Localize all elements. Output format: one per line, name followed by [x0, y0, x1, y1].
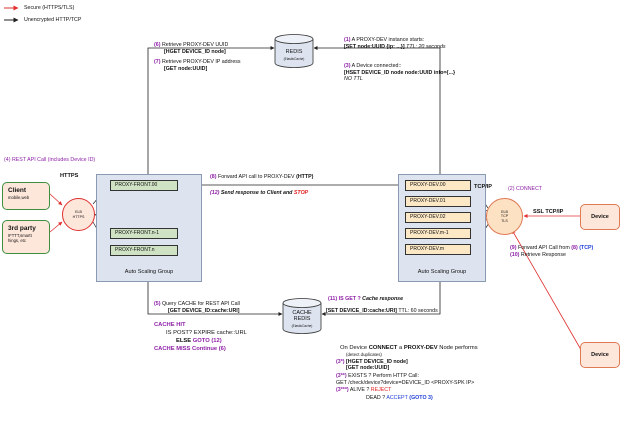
cache-hit-label: CACHE HIT [154, 322, 186, 328]
elb-tcp-circle: ELB TCP TLS [486, 198, 523, 235]
connect-label: (2) CONNECT [508, 186, 543, 192]
cache-redis-subtitle: (ElasticCache) [291, 324, 313, 328]
proxy-dev-node: PROXY-DEV.m [405, 244, 471, 255]
dev-to-redis-line [313, 46, 442, 178]
check3c-label: (3***) ALIVE ? REJECT [336, 387, 392, 393]
front-asg-label: Auto Scaling Group [124, 269, 174, 275]
check3d-label: DEAD ? ACCEPT (GOTO 3) [366, 395, 433, 401]
step12-label: (12) Send response to Client and STOP [210, 190, 309, 196]
step1-label: (1) A PROXY-DEV instance starts: [344, 37, 425, 43]
proxy-front-node: PROXY-FRONT.n-1 [110, 228, 178, 239]
step3-label: (3) A Device connected:: [344, 63, 402, 69]
elb-right-line2: TCP [500, 214, 509, 219]
client-box: Client mobile,web [2, 182, 50, 210]
front-to-cache-line [146, 276, 283, 316]
check3b-label: (3**) EXISTS ? Perform HTTP Call: [336, 373, 419, 379]
rest-call-label: (4) REST API Call (includes Device ID) [4, 157, 96, 163]
step5-label: (5) Query CACHE for REST API Call [154, 301, 240, 307]
step7-cmd: [GET node:UUID] [164, 65, 208, 72]
is-post-label: IS POST? EXPIRE cache::URL [166, 330, 247, 336]
elb-https-circle: ELB HTTPS [62, 198, 95, 231]
detect-duplicates-label: (detect duplicates) [346, 352, 382, 357]
step3-ttl: NO TTL [344, 76, 363, 82]
proxy-dev-node: PROXY-DEV.m-1 [405, 228, 471, 239]
legend-unencrypted-label: Unencrypted HTTP/TCP [24, 17, 82, 23]
redis-top-subtitle: (ElasticCache) [283, 57, 305, 61]
https-label: HTTPS [60, 173, 79, 179]
thirdparty-to-elb-line [45, 221, 63, 236]
elb-right-line3: TLS [501, 218, 508, 223]
redis-top-title: REDIS [285, 49, 303, 55]
elb-right-line1: ELB [501, 210, 508, 215]
check3a-label: (3*) [HGET DEVICE_ID node] [336, 358, 408, 365]
proxy-dev-node: PROXY-DEV.00 [405, 180, 471, 191]
check3b-call: GET /check/device?device=DEVICE_ID <PROX… [336, 379, 475, 386]
third-party-box: 3rd party IFTTT,smartt hings, etc [2, 220, 50, 254]
step6-label: (6) Retrieve PROXY-DEV UUID [154, 42, 229, 48]
step6-cmd: [HGET DEVICE_ID node] [164, 48, 226, 55]
step3-cmd: [HSET DEVICE_ID node node:UUID info={...… [344, 69, 456, 76]
proxy-dev-node: PROXY-DEV.02 [405, 212, 471, 223]
step5-cmd: [GET DEVICE_ID:cache:URI] [168, 307, 240, 314]
else-goto-label: ELSE GOTO (12) [176, 338, 222, 344]
cache-redis-line2: REDIS [293, 316, 311, 322]
cache-miss-label: CACHE MISS Continue (6) [154, 346, 226, 352]
proxy-dev-node: PROXY-DEV.01 [405, 196, 471, 207]
third-party-sub2: hings, etc [8, 238, 26, 243]
front-to-redis-line [146, 46, 275, 178]
client-sub: mobile,web [8, 195, 30, 200]
step8-label: (8) Forward API call to PROXY-DEV (HTTP) [210, 174, 314, 180]
client-title: Client [8, 187, 27, 194]
ssl-label: SSL TCP/IP [533, 209, 564, 215]
step11-cmd: [SET DEVICE_ID:cache:URI] TTL: 60 second… [326, 307, 438, 314]
redis-top-db-icon: REDIS (ElasticCache) [274, 34, 314, 68]
dev-to-cache-line [321, 276, 442, 316]
elb-left-line2: HTTPS [72, 214, 85, 219]
device-bottom-box: Device [580, 342, 620, 368]
step7-label: (7) Retrieve PROXY-DEV IP address [154, 59, 241, 65]
cache-redis-line1: CACHE [292, 310, 312, 316]
proxy-front-node: PROXY-FRONT.n [110, 245, 178, 256]
device-bottom-line [511, 229, 584, 353]
dev-asg-label: Auto Scaling Group [417, 269, 467, 275]
legend-secure-label: Secure (HTTPS/TLS) [24, 5, 75, 11]
check3a-cmd2: [GET node:UUID] [346, 365, 390, 371]
step1-cmd: [SET node:UUID {ip: ...}] TTL: 20 second… [344, 43, 446, 50]
device-top-box: Device [580, 204, 620, 230]
client-to-elb-line [45, 190, 63, 206]
elb-left-line1: ELB [75, 210, 82, 215]
step10-label: (10) Retrieve Response [510, 252, 566, 258]
third-party-title: 3rd party [8, 225, 36, 232]
proxy-front-node: PROXY-FRONT.00 [110, 180, 178, 191]
step11-label: (11) IS GET ? Cache response [328, 296, 404, 302]
third-party-sub1: IFTTT,smartt [8, 233, 32, 238]
on-device-connect-label: On Device CONNECT a PROXY-DEV Node perfo… [340, 345, 478, 351]
cache-redis-db-icon: CACHE REDIS (ElasticCache) [282, 298, 322, 334]
step9-label: (9) Forward API Call from (8) (TCP) [510, 245, 594, 251]
tcpip-label: TCP/IP [474, 184, 493, 190]
